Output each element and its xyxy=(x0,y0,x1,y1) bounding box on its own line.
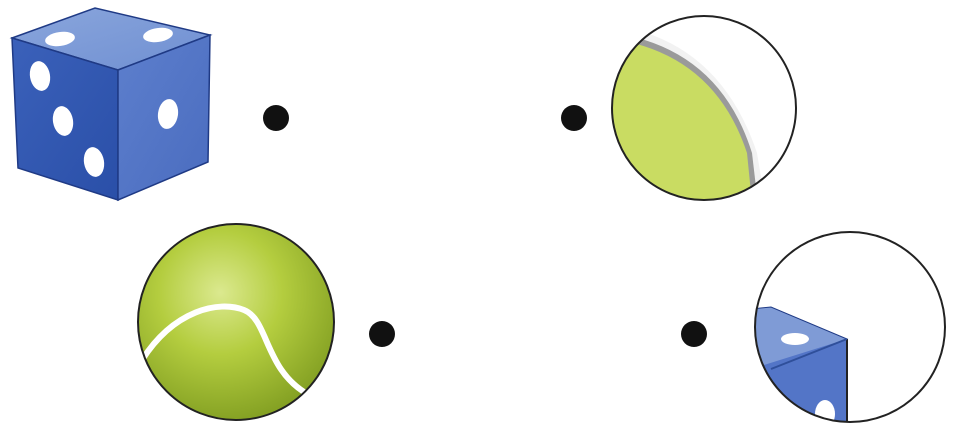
dice-image xyxy=(0,0,220,215)
tennis-ball-cutaway-icon xyxy=(607,13,802,203)
dice-cutaway-icon xyxy=(751,229,949,427)
dice-icon xyxy=(0,0,220,215)
match-dot[interactable] xyxy=(369,321,395,347)
match-dot[interactable] xyxy=(263,105,289,131)
match-dot[interactable] xyxy=(681,321,707,347)
match-dot[interactable] xyxy=(561,105,587,131)
tennis-ball-icon xyxy=(134,220,339,425)
tennis-ball-cutaway-image xyxy=(607,13,802,203)
tennis-ball-image xyxy=(134,220,339,425)
dice-cutaway-image xyxy=(751,229,949,427)
